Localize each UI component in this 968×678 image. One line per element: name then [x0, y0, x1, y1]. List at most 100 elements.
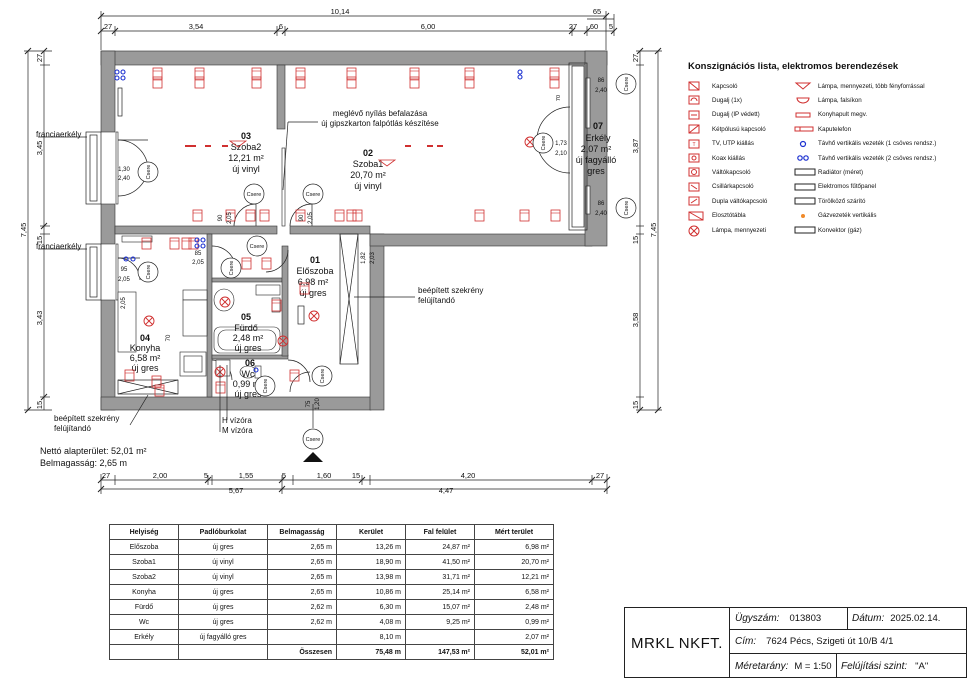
socket-icon	[295, 209, 306, 222]
wall-note-2: új gipszkarton falpótlás készítése	[321, 119, 439, 128]
room-01-area: 6,98 m²	[298, 277, 329, 287]
legend-item: Dugalj (IP védett)	[688, 108, 760, 122]
socket-icon	[549, 76, 560, 89]
csere-text: Csere	[229, 261, 235, 276]
legend-item: Csillárkapcsoló	[688, 180, 754, 194]
table-cell: 4,08 m	[336, 614, 406, 630]
room-05-area: 2,48 m²	[233, 333, 264, 343]
table-cell: Szoba1	[109, 554, 179, 570]
case-label: Ügyszám:	[735, 613, 780, 624]
dim-left-3: 3,43	[35, 311, 44, 326]
dim-bottom-0: 27	[102, 471, 110, 480]
csere-text: Csere	[541, 136, 547, 151]
door-dim: 1,20	[315, 398, 321, 410]
legend-item: Távhő vertikális vezeték (2 csöves rends…	[794, 151, 936, 165]
door-dim: 2,05	[121, 297, 127, 309]
heating-pipe-icon	[194, 237, 200, 243]
table-cell: Előszoba	[109, 539, 179, 555]
room-05-number: 05	[241, 312, 251, 322]
room-03-number: 03	[241, 131, 251, 141]
socket-icon	[474, 209, 485, 222]
radiator-icon	[117, 87, 123, 117]
table-cell: Wc	[109, 614, 179, 630]
socket-icon	[334, 209, 345, 222]
room-02-name: Szoba1	[353, 159, 384, 169]
net-area: Nettó alapterület: 52,01 m²	[40, 446, 147, 456]
room-07-area: 2,07 m²	[581, 144, 612, 154]
room-05-name: Fürdő	[234, 323, 258, 333]
room-01-number: 01	[310, 255, 320, 265]
level-cell: Felújítási szint: "A"	[837, 654, 967, 678]
cabinet-note-1b: felújítandó	[418, 296, 455, 305]
legend-label: Dupla váltókapcsoló	[712, 197, 768, 205]
ceiling-lamp-icon	[310, 312, 318, 320]
radiator-icon	[297, 305, 305, 325]
legend-label: Távhő vertikális vezeték (2 csöves rends…	[818, 154, 937, 162]
legend-symbol-icon	[688, 225, 706, 237]
date-label: Dátum:	[852, 613, 885, 624]
legend-symbol-icon	[688, 95, 706, 105]
legend-item: Dugalj (1x)	[688, 93, 742, 107]
table-cell: 2,65 m	[267, 584, 337, 600]
socket-icon	[188, 237, 199, 250]
dim-left-1: 3,45	[35, 141, 44, 156]
legend-symbol-icon	[688, 167, 706, 177]
room-04-floor: új gres	[131, 363, 159, 373]
room-06-name: Wc	[242, 369, 255, 379]
legend-symbol-icon	[688, 182, 706, 192]
socket-icon	[519, 209, 530, 222]
door-dim: 86	[598, 78, 605, 84]
legend-label: Lámpa, mennyezeti, több fényforrással	[818, 82, 925, 90]
door-dim: 2,40	[595, 211, 607, 217]
legend-symbol-icon	[794, 95, 812, 105]
csere-text: Csere	[624, 201, 630, 216]
door-dim: 1,30	[118, 167, 130, 173]
legend-item: Törölköző szárító	[794, 194, 865, 208]
socket-icon	[152, 67, 163, 80]
legend-symbol-icon	[794, 167, 816, 177]
table-cell: 6,98 m²	[474, 539, 554, 555]
heating-pipe-icon	[114, 75, 120, 81]
door-dim: 2,05	[308, 212, 314, 224]
socket-icon	[152, 76, 163, 89]
room-07-number: 07	[593, 121, 603, 131]
socket-icon	[251, 76, 262, 89]
date-cell: Dátum: 2025.02.14.	[848, 608, 967, 630]
legend-item: Konyhapult megv.	[794, 108, 867, 122]
legend-item: Kaputelefon	[794, 122, 851, 136]
room-05-floor: új gres	[234, 343, 262, 353]
legend-symbol-icon	[688, 211, 706, 221]
socket-icon	[289, 369, 300, 382]
table-cell: 13,26 m	[336, 539, 406, 555]
bathroom-fixtures	[213, 284, 281, 379]
ceiling-lamp-icon	[143, 315, 155, 327]
heating-pipe-icon	[123, 256, 129, 262]
room-07-name: Erkély	[585, 133, 611, 143]
table-cell: új gres	[178, 584, 268, 600]
legend-symbol-icon	[794, 124, 814, 134]
title-block: MRKL NKFT. Ügyszám: 013803 Dátum: 2025.0…	[624, 607, 967, 678]
socket-icon	[194, 76, 205, 89]
legend-label: Gázvezeték vertikális	[818, 212, 877, 220]
built-in-cabinets	[117, 233, 359, 395]
legend-symbol-icon: T	[688, 139, 706, 149]
dim-left-4: 15	[35, 401, 44, 409]
entrance-arrow	[303, 452, 323, 462]
room-01-floor: új gres	[299, 288, 327, 298]
dim-bottom-1: 2,00	[153, 471, 168, 480]
csere-text: Csere	[146, 165, 152, 180]
kitchen-fixtures	[117, 235, 208, 377]
heating-pipe-icon	[517, 74, 523, 80]
french-balcony-label: franciaerkély	[36, 130, 81, 139]
table-total-cell	[109, 644, 179, 660]
case-number-cell: Ügyszám: 013803	[729, 608, 848, 630]
wall-note-1: meglévő nyílás befalazása	[333, 109, 428, 118]
table-cell: 31,71 m²	[405, 569, 475, 585]
table-cell: új vinyl	[178, 554, 268, 570]
dim-top-overhang: 65	[593, 7, 601, 16]
heating-pipe-icon	[120, 75, 126, 81]
legend-symbol-icon	[794, 153, 812, 163]
cabinet-note-2b: felújítandó	[54, 424, 91, 433]
